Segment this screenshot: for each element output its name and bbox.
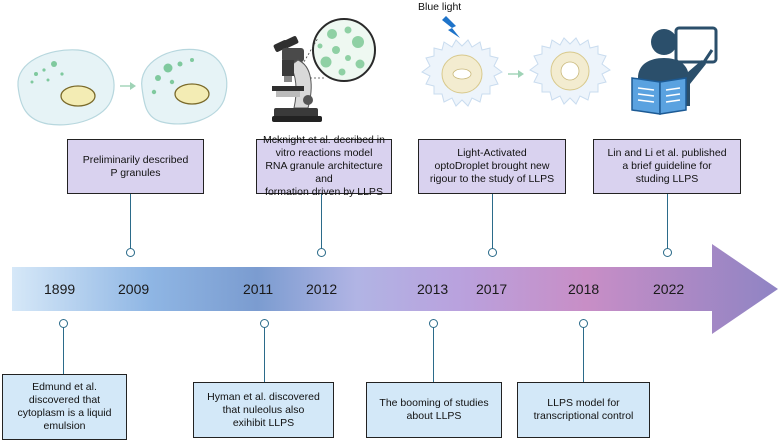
year-label: 2009: [118, 281, 150, 297]
event-text: formation driven by LLPS: [265, 186, 383, 198]
event-text: Lin and Li et al. published: [607, 147, 727, 159]
event-text: Hyman et al. discovered: [207, 390, 320, 403]
event-text: emulsion: [43, 420, 86, 432]
event-box-2017: Light-Activated optoDroplet brought new …: [418, 139, 566, 194]
event-text: RNA granule architecture and: [265, 160, 383, 185]
event-text: Edmund et al.: [32, 381, 97, 393]
connector-line: [667, 194, 669, 249]
connector-line: [321, 194, 323, 249]
year-label: 2013: [417, 281, 449, 297]
event-text: a brief guideline for: [622, 160, 712, 172]
event-box-2009: Preliminarily described P granules: [67, 139, 204, 194]
connector-line: [130, 194, 132, 249]
connector-dot: [317, 248, 326, 257]
year-label: 2022: [653, 281, 685, 297]
connector-dot: [488, 248, 497, 257]
event-text: about LLPS: [406, 410, 462, 422]
optodroplet-illustration: [421, 16, 611, 107]
event-text: transcriptional control: [533, 410, 634, 422]
connector-line: [433, 327, 435, 382]
event-text: that nuleolus also: [222, 403, 305, 416]
cell-granules-illustration: [17, 48, 228, 126]
event-text: studing LLPS: [635, 173, 699, 185]
connector-dot: [663, 248, 672, 257]
connector-dot: [126, 248, 135, 257]
event-box-2018: LLPS model for transcriptional control: [517, 382, 650, 438]
event-text: discovered that: [28, 394, 101, 406]
year-label: 1899: [44, 281, 76, 297]
event-box-2013: The booming of studies about LLPS: [366, 382, 502, 438]
event-box-1899: Edmund et al. discovered that cytoplasm …: [2, 374, 127, 440]
event-text: exihibit LLPS: [232, 416, 295, 429]
event-box-2012: Mcknight et al. decribed in vitro reacti…: [256, 134, 392, 198]
event-text: optoDroplet brought new: [434, 160, 550, 172]
event-text: The booming of studies: [379, 397, 489, 409]
event-box-2011: Hyman et al. discovered that nuleolus al…: [193, 382, 334, 438]
year-label: 2017: [476, 281, 508, 297]
event-text: LLPS model for: [547, 397, 620, 409]
event-text: P granules: [110, 166, 161, 179]
event-box-2022: Lin and Li et al. published a brief guid…: [593, 139, 741, 194]
year-label: 2011: [243, 281, 274, 297]
year-label: 2012: [306, 281, 338, 297]
event-text: Preliminarily described: [82, 153, 189, 166]
connector-line: [583, 327, 585, 382]
year-label: 2018: [568, 281, 600, 297]
blue-light-label: Blue light: [418, 1, 462, 13]
guideline-teacher-illustration: [631, 26, 718, 115]
event-text: vitro reactions model: [275, 147, 373, 159]
connector-line: [63, 327, 65, 374]
event-text: rigour to the study of LLPS: [429, 173, 555, 185]
event-text: Light-Activated: [457, 147, 527, 159]
connector-line: [264, 327, 266, 382]
microscope-illustration: [272, 18, 376, 122]
connector-line: [492, 194, 494, 249]
event-text: Mcknight et al. decribed in: [263, 134, 385, 146]
event-text: cytoplasm is a liquid: [17, 407, 112, 419]
